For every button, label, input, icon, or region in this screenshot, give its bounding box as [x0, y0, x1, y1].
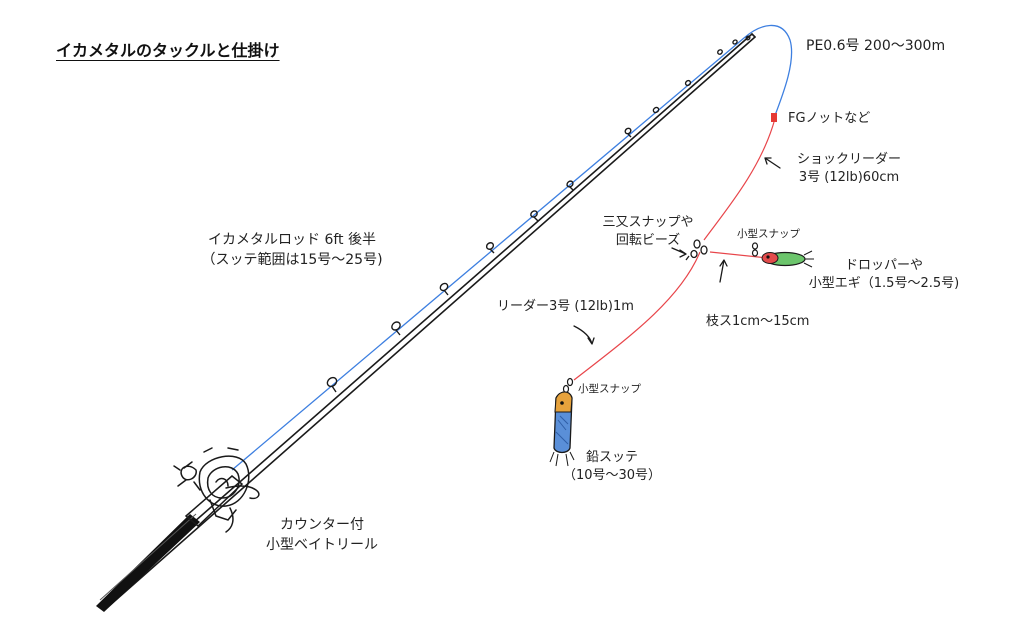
sinker-snap-icon	[562, 377, 574, 394]
swivel-icon	[685, 239, 708, 261]
fg-knot	[771, 113, 777, 122]
fg-knot-label: FGノットなど	[788, 111, 871, 126]
dropper-egi-icon	[761, 250, 814, 268]
dropper-label-line2: 小型エギ（1.5号〜2.5号)	[808, 276, 960, 291]
pe-line	[231, 24, 793, 471]
arrow-icon	[573, 157, 781, 345]
lead-sutte-icon	[549, 391, 575, 467]
sinker-label-line1: 鉛スッテ	[585, 450, 638, 465]
branch-label: 枝ス1cm〜15cm	[706, 314, 810, 329]
sinker-label-line2: （10号〜30号）	[562, 468, 662, 483]
swivel-label-line1: 三又スナップや	[602, 215, 694, 230]
reel-label-line2: 小型ベイトリール	[266, 537, 378, 553]
shock-leader	[573, 121, 775, 381]
shock-leader-label: ショックリーダー 3号 (12lb)60cm	[790, 151, 908, 187]
leader-label: リーダー3号 (12lb)1m	[497, 299, 634, 314]
sinker-label: 鉛スッテ （10号〜30号）	[560, 449, 664, 485]
reel-icon	[173, 447, 260, 533]
rod-guide-icon	[326, 35, 751, 393]
swivel-label-line2: 回転ビーズ	[615, 233, 681, 248]
shock-leader-label-line2: 3号 (12lb)60cm	[798, 170, 900, 185]
rod	[97, 33, 756, 607]
pe-line-label: PE0.6号 200〜300m	[806, 38, 946, 54]
dropper-snap-label: 小型スナップ	[737, 228, 800, 240]
swivel-label: 三又スナップや 回転ビーズ	[596, 214, 700, 250]
shock-leader-label-line1: ショックリーダー	[796, 152, 901, 167]
rod-label-line1: イカメタルロッド 6ft 後半	[208, 232, 376, 248]
page-title: イカメタルのタックルと仕掛け	[56, 41, 280, 60]
dropper-label: ドロッパーや 小型エギ（1.5号〜2.5号)	[798, 257, 970, 293]
reel-label: カウンター付 小型ベイトリール	[252, 515, 392, 555]
reel-label-line1: カウンター付	[280, 517, 364, 533]
rod-label: イカメタルロッド 6ft 後半 （スッテ範囲は15号〜25号)	[176, 230, 408, 270]
rod-label-line2: （スッテ範囲は15号〜25号)	[201, 252, 383, 268]
sinker-snap-label: 小型スナップ	[578, 383, 641, 395]
snap-icon	[751, 242, 759, 257]
rod-grip	[96, 475, 244, 612]
dropper-label-line1: ドロッパーや	[844, 258, 923, 273]
